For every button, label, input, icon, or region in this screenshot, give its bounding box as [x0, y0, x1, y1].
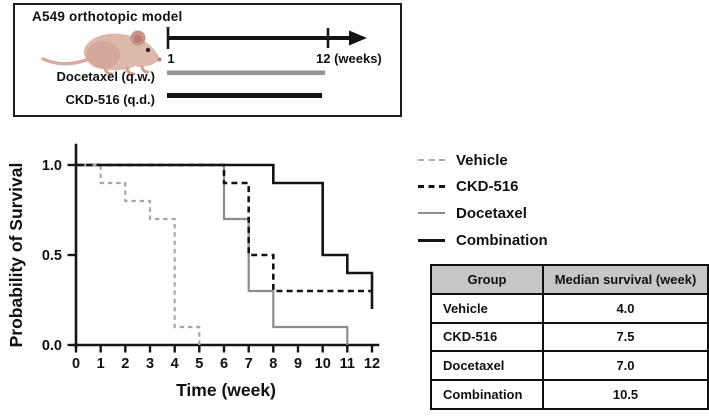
legend-item-combination: Combination [418, 231, 548, 249]
median-survival-column-header: Median survival (week) [542, 264, 709, 295]
x-tick-label: 8 [269, 356, 277, 372]
x-tick-label: 6 [220, 356, 228, 372]
timeline-arrowhead-icon [349, 30, 367, 46]
survival-curve-docetaxel [76, 163, 349, 345]
x-tick-label: 1 [97, 356, 105, 372]
median-value-cell: 4.0 [542, 292, 709, 324]
survival-curve-combination [76, 163, 374, 309]
table-row: Vehicle 4.0 [430, 292, 709, 324]
schematic-title: A549 orthotopic model [32, 9, 183, 24]
timeline [166, 27, 367, 98]
ckd516-duration-bar [167, 93, 322, 98]
median-value-cell: 7.0 [542, 350, 709, 382]
x-tick-label: 2 [121, 356, 129, 372]
table-header-row: Group Median survival (week) [430, 264, 709, 295]
y-tick-label: 0.5 [42, 248, 62, 264]
group-cell: Combination [430, 379, 544, 410]
y-tick-label: 0.0 [42, 338, 62, 354]
x-tick-label: 3 [146, 356, 154, 372]
x-tick-label: 0 [72, 356, 80, 372]
mouse-nose [157, 57, 162, 62]
docetaxel-line-sample-icon [418, 212, 445, 214]
legend-item-ckd516: CKD-516 [418, 177, 519, 195]
combination-line-sample-icon [418, 238, 445, 242]
mouse-eye [145, 47, 151, 53]
x-tick-label: 7 [245, 356, 253, 372]
treatment-label-ckd516: CKD-516 (q.d.) [65, 92, 155, 107]
group-cell: Docetaxel [430, 350, 544, 382]
x-tick-label: 4 [171, 356, 179, 372]
timeline-start-label: 1 [167, 51, 175, 66]
group-cell: Vehicle [430, 292, 544, 324]
mouse-photo [41, 30, 162, 76]
median-survival-table: Group Median survival (week) Vehicle 4.0… [430, 264, 709, 410]
median-value-cell: 10.5 [542, 379, 709, 410]
y-tick-label: 1.0 [42, 158, 62, 174]
legend-label: Vehicle [456, 151, 508, 169]
survival-curves [76, 163, 374, 345]
table-row: CKD-516 7.5 [430, 321, 709, 353]
treatment-label-docetaxel: Docetaxel (q.w.) [56, 69, 155, 84]
x-axis-title: Time (week) [176, 380, 276, 400]
table-row: Docetaxel 7.0 [430, 350, 709, 382]
x-tick-label: 12 [364, 356, 380, 372]
mouse-legs [103, 65, 150, 76]
x-tick-label: 9 [294, 356, 302, 372]
survival-curve-ckd-516 [76, 163, 372, 293]
experiment-schematic-panel: A549 orthotopic model 1 12 (weeks) Docet… [13, 3, 402, 117]
table-row: Combination 10.5 [430, 379, 709, 410]
legend-item-docetaxel: Docetaxel [418, 204, 527, 222]
legend-item-vehicle: Vehicle [418, 151, 508, 169]
group-column-header: Group [430, 264, 544, 295]
x-tick-label: 10 [315, 356, 331, 372]
ckd516-line-sample-icon [418, 184, 445, 188]
docetaxel-duration-bar [167, 70, 325, 76]
legend-label: CKD-516 [456, 177, 519, 195]
group-cell: CKD-516 [430, 321, 544, 353]
median-value-cell: 7.5 [542, 321, 709, 353]
mouse-inner-ear [134, 35, 142, 43]
mouse-haunch [86, 41, 120, 69]
legend-label: Combination [456, 231, 548, 249]
x-tick-label: 5 [195, 356, 203, 372]
survival-curve-vehicle [76, 163, 201, 345]
x-tick-label: 11 [340, 356, 355, 372]
timeline-end-label: 12 (weeks) [316, 51, 382, 66]
legend-label: Docetaxel [456, 204, 527, 222]
vehicle-line-sample-icon [418, 159, 445, 161]
y-axis-title: Probability of Survival [6, 163, 26, 348]
